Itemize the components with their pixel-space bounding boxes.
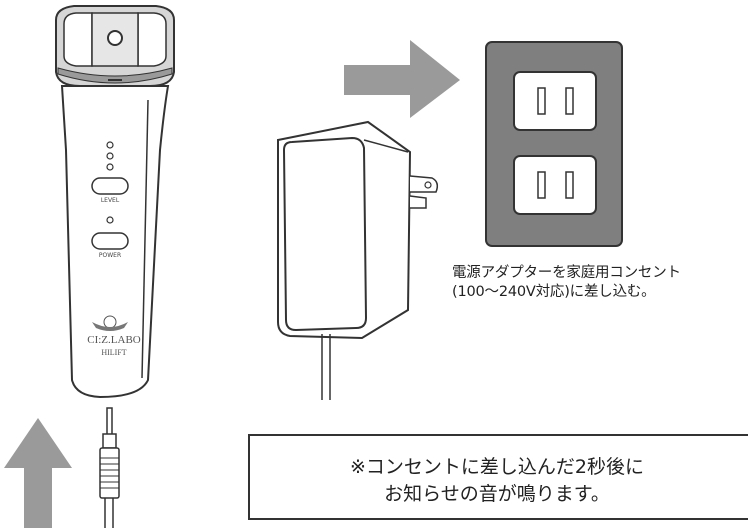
dc-plug-cable bbox=[99, 407, 120, 528]
adapter-caption-line2: (100〜240V対応)に差し込む。 bbox=[452, 284, 656, 300]
level-indicator-light bbox=[106, 163, 114, 171]
level-indicator-light bbox=[106, 152, 114, 160]
up-arrow-icon bbox=[4, 418, 72, 528]
power-indicator-light bbox=[106, 216, 114, 224]
level-label: LEVEL bbox=[100, 197, 120, 204]
notice-line2: お知らせの音が鳴ります。 bbox=[384, 483, 610, 505]
model-name: HILIFT bbox=[101, 348, 127, 357]
level-button bbox=[91, 177, 129, 195]
adapter-instruction: 電源アダプターを家庭用コンセント (100〜240V対応)に差し込む。 bbox=[452, 264, 748, 302]
notice-box: ※コンセントに差し込んだ2秒後に お知らせの音が鳴ります。 bbox=[248, 434, 748, 520]
brand-emblem-icon bbox=[92, 315, 128, 331]
beauty-device bbox=[55, 5, 175, 399]
adapter-caption-line1: 電源アダプターを家庭用コンセント bbox=[452, 265, 681, 281]
brand-name: CI:Z.LABO bbox=[87, 334, 141, 346]
power-adapter bbox=[277, 120, 439, 400]
level-indicator-light bbox=[106, 141, 114, 149]
right-arrow-icon bbox=[344, 40, 460, 118]
wall-outlet bbox=[485, 41, 623, 247]
power-label: POWER bbox=[98, 252, 122, 259]
notice-line1: ※コンセントに差し込んだ2秒後に bbox=[349, 456, 644, 478]
power-button bbox=[91, 232, 129, 250]
